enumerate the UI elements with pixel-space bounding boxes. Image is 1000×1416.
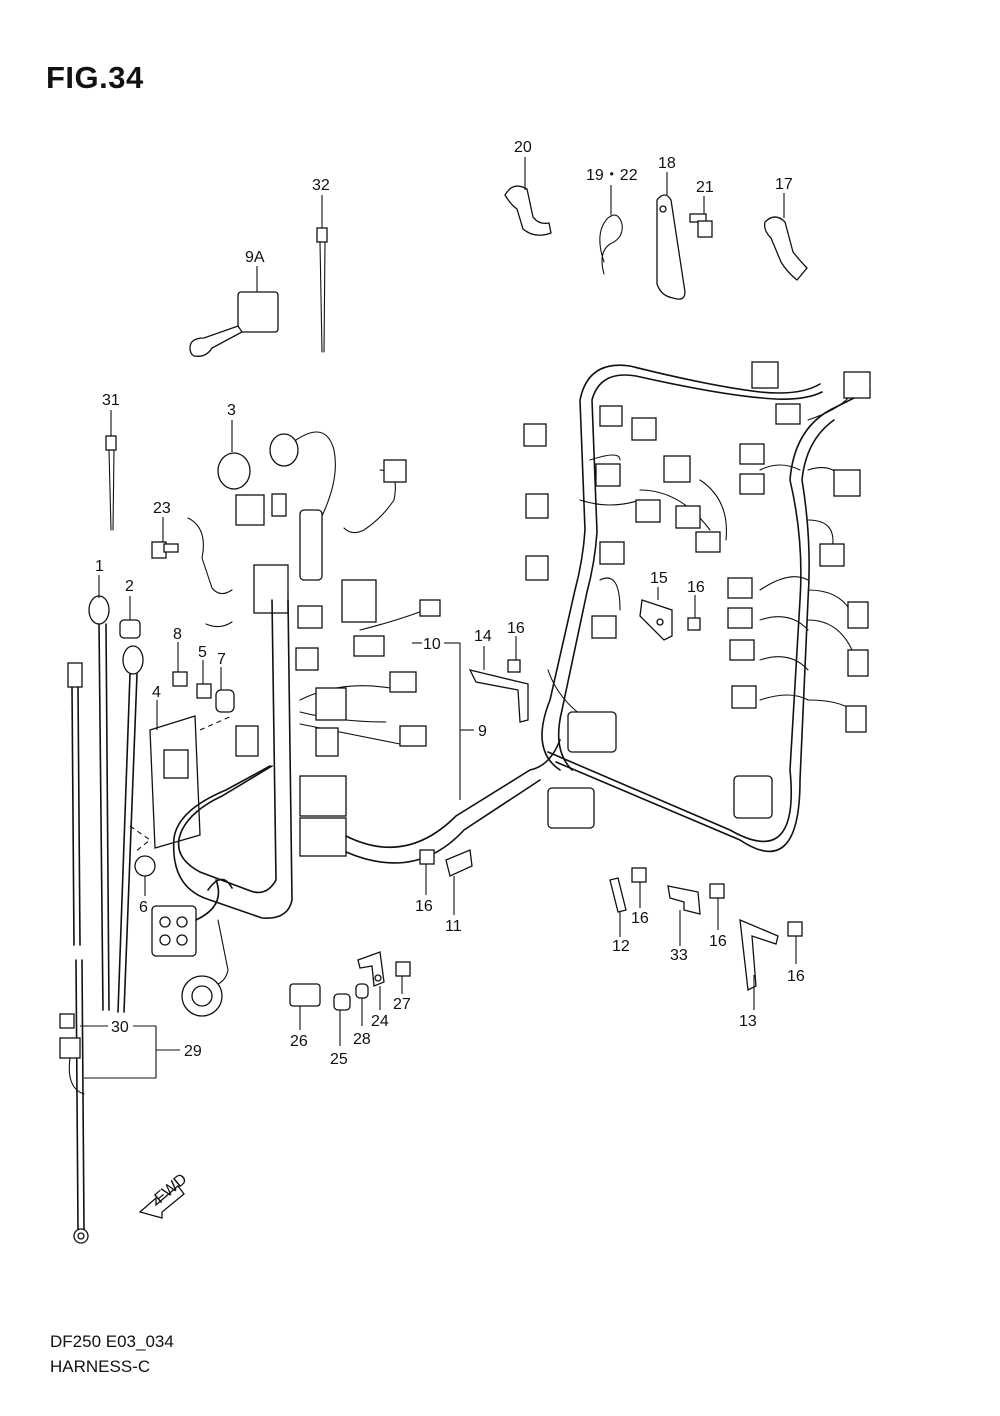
part-26-cap [289, 983, 321, 1030]
callout-16-d: 16 [631, 910, 649, 927]
forward-arrow-icon [138, 1185, 185, 1219]
callout-9: 9 [478, 723, 487, 740]
callout-33: 33 [670, 947, 688, 964]
part-25-spacer [333, 993, 351, 1046]
main-trunk-left [172, 459, 561, 919]
part-16a-bolt [507, 636, 521, 673]
figure-title: FIG.34 [46, 60, 144, 95]
part-27-bolt [395, 961, 411, 994]
callout-17: 17 [775, 176, 793, 193]
callout-23: 23 [153, 500, 171, 517]
callout-24: 24 [371, 1013, 389, 1030]
callout-32: 32 [312, 177, 330, 194]
callout-31: 31 [102, 392, 120, 409]
part-24-bracket [357, 951, 385, 1010]
callout-30: 30 [111, 1019, 129, 1036]
part-23-bolt [151, 517, 233, 628]
callout-16-c: 16 [415, 898, 433, 915]
callout-20: 20 [514, 139, 532, 156]
part-1-battery-cable [88, 575, 110, 1011]
part-12-bracket [609, 877, 627, 937]
part-2-nut [119, 596, 141, 639]
callout-11: 11 [445, 918, 462, 935]
callout-27: 27 [393, 996, 411, 1013]
part-17-clamp [763, 193, 808, 281]
figure-name: HARNESS-C [50, 1357, 151, 1376]
part-fuse-cable [59, 662, 89, 1244]
part-16d-bolt [631, 867, 647, 908]
callout-13: 13 [739, 1013, 757, 1030]
callout-9A: 9A [245, 249, 265, 266]
callout-16-b: 16 [687, 579, 705, 596]
part-16f-bolt [787, 921, 803, 964]
part-3-connector [151, 878, 233, 1017]
callout-12: 12 [612, 938, 630, 955]
callout-3: 3 [227, 402, 236, 419]
callout-28: 28 [353, 1031, 371, 1048]
part-16c-bolt [419, 849, 435, 895]
callout-1: 1 [95, 558, 104, 575]
callout-10: 10 [423, 636, 441, 653]
part-14-bracket [468, 646, 529, 723]
part-16b-bolt [687, 595, 701, 631]
part-33-bracket [667, 885, 701, 946]
callout-8: 8 [173, 626, 182, 643]
part-7-grommet [215, 667, 235, 713]
part-6-grommet [134, 855, 156, 896]
part-cable-eye [117, 645, 144, 1013]
part-9A-cap [189, 266, 279, 357]
part-8-screw [172, 642, 188, 687]
callout-25: 25 [330, 1051, 348, 1068]
callout-18: 18 [658, 155, 676, 172]
part-19-22-clip [599, 185, 623, 275]
callout-6: 6 [139, 899, 148, 916]
callout-16-a: 16 [507, 620, 525, 637]
callout-15: 15 [650, 570, 668, 587]
callout-7: 7 [217, 651, 226, 668]
callout-16-f: 16 [787, 968, 805, 985]
part-32-cable-tie [316, 195, 328, 353]
part-3-sensor-harness [217, 420, 336, 614]
callout-29: 29 [184, 1043, 202, 1060]
callout-brackets-29-30 [80, 1025, 180, 1079]
part-18-strap [656, 172, 686, 300]
callout-brackets-9-10 [412, 642, 474, 800]
part-11-clip [445, 849, 473, 915]
part-16e-bolt [709, 883, 725, 930]
callout-2: 2 [125, 578, 134, 595]
callout-5: 5 [198, 644, 207, 661]
figure-code: DF250 E03_034 [50, 1332, 174, 1351]
callout-16-e: 16 [709, 933, 727, 950]
part-4-bracket [129, 700, 233, 853]
part-13-bracket [739, 918, 779, 1010]
callout-26: 26 [290, 1033, 308, 1050]
part-21-bolt [689, 196, 713, 238]
part-15-bracket [639, 587, 673, 641]
main-trunk-right [523, 361, 871, 853]
callout-4: 4 [152, 684, 161, 701]
callout-21: 21 [696, 179, 714, 196]
callout-14: 14 [474, 628, 492, 645]
part-31-cable-tie [105, 410, 117, 531]
callout-19-22: 19・22 [586, 167, 638, 184]
part-5-screw [196, 660, 212, 699]
part-28-collar [355, 983, 369, 1026]
part-20-clamp [504, 157, 552, 236]
